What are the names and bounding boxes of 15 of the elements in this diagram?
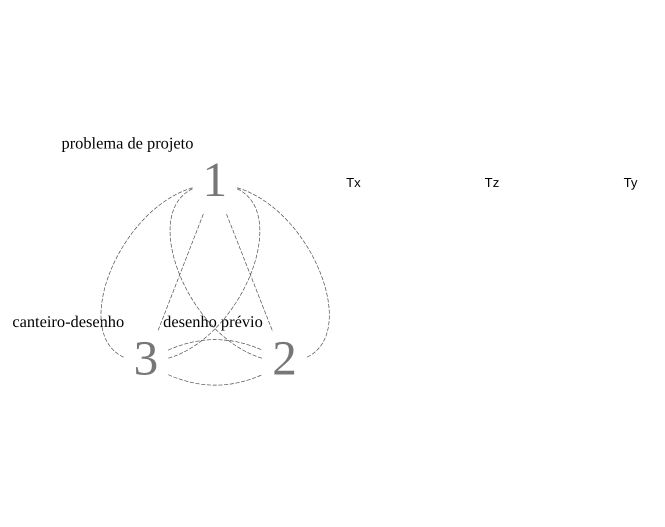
- connector: [157, 213, 204, 332]
- connector: [168, 338, 263, 350]
- label: Tx: [346, 174, 361, 190]
- connector: [168, 374, 263, 385]
- node-label: problema de projeto: [62, 132, 194, 152]
- label: Ty: [624, 174, 638, 190]
- node-text: 3: [134, 330, 158, 386]
- connector: [226, 213, 274, 332]
- node-text: 2: [272, 330, 297, 386]
- node-label: canteiro-desenho: [12, 312, 124, 331]
- node-label: desenho prévio: [163, 312, 263, 331]
- connector: [101, 186, 193, 358]
- label: Tz: [484, 174, 500, 190]
- node-text: 1: [202, 151, 228, 206]
- connector: [236, 186, 330, 358]
